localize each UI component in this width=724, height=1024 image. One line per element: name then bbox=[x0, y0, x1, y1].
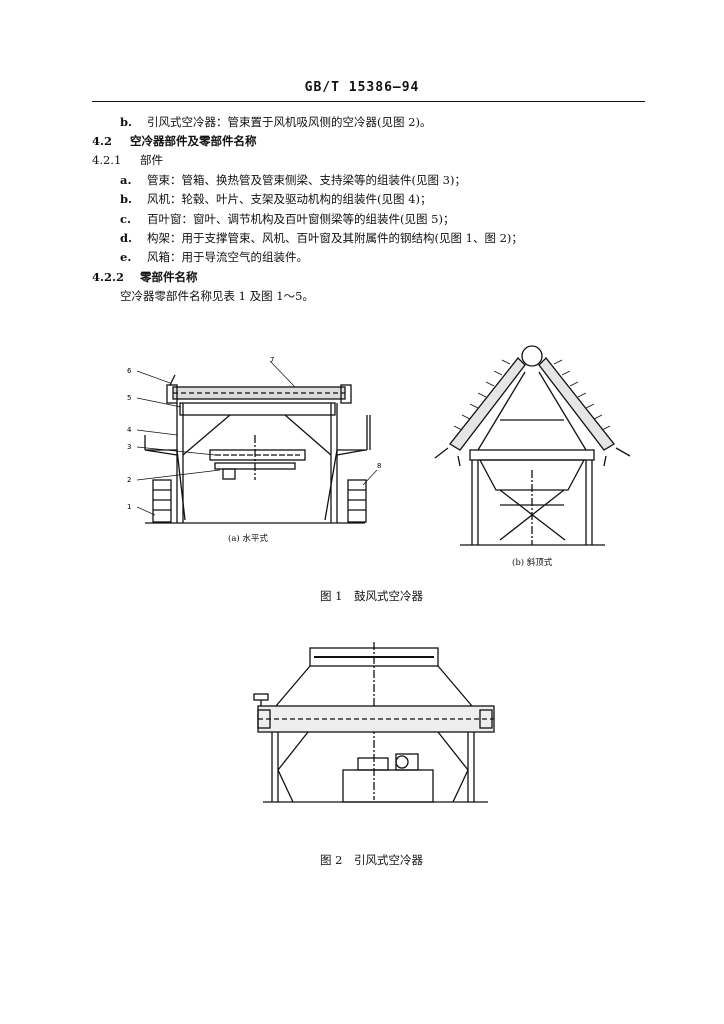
figure-1b-aframe-drawing bbox=[434, 345, 631, 546]
part-number-4: 4 bbox=[127, 426, 132, 434]
item-text: 风箱：用于导流空气的组装件。 bbox=[147, 250, 308, 264]
figure-1b-caption: (b) 斜顶式 bbox=[512, 558, 553, 568]
item-label: b. bbox=[120, 115, 133, 129]
figure-1-caption: 图 1 鼓风式空冷器 bbox=[320, 589, 423, 603]
section-4-2-2: 4.2.2 零部件名称 bbox=[92, 270, 198, 284]
part-number-5: 5 bbox=[127, 394, 131, 402]
paragraph-4-2-2: 空冷器零部件名称见表 1 及图 1～5。 bbox=[120, 289, 314, 303]
item-text: 风机：轮毂、叶片、支架及驱动机构的组装件(见图 4)； bbox=[147, 192, 432, 206]
section-4-2-1: 4.2.1 部件 bbox=[92, 153, 163, 167]
item-label: e. bbox=[120, 250, 132, 264]
item-text: 管束：管箱、换热管及管束侧梁、支持梁等的组装件(见图 3)； bbox=[147, 173, 466, 187]
item-text: 引风式空冷器：管束置于风机吸风侧的空冷器(见图 2)。 bbox=[147, 115, 432, 129]
figure-2-induced-drawing bbox=[253, 642, 495, 803]
section-number: 4.2.1 bbox=[92, 153, 122, 167]
part-number-3: 3 bbox=[127, 443, 131, 451]
section-number: 4.2.2 bbox=[92, 270, 125, 284]
figure-1a-horizontal-drawing: 1 2 3 4 5 6 7 8 bbox=[127, 356, 381, 524]
item-label: a. bbox=[120, 173, 132, 187]
item-e: e. 风箱：用于导流空气的组装件。 bbox=[120, 250, 308, 264]
section-4-2: 4.2 空冷器部件及零部件名称 bbox=[92, 134, 257, 148]
section-title: 部件 bbox=[140, 153, 163, 167]
figure-2-caption: 图 2 引风式空冷器 bbox=[320, 853, 423, 867]
item-label: d. bbox=[120, 231, 133, 245]
page-header: GB/T 15386—94 bbox=[304, 80, 420, 95]
section-number: 4.2 bbox=[92, 134, 113, 148]
part-number-8: 8 bbox=[377, 462, 381, 470]
item-b-induced: b. 引风式空冷器：管束置于风机吸风侧的空冷器(见图 2)。 bbox=[120, 115, 431, 129]
section-title: 空冷器部件及零部件名称 bbox=[130, 134, 257, 148]
part-number-6: 6 bbox=[127, 367, 132, 375]
item-c: c. 百叶窗：窗叶、调节机构及百叶窗侧梁等的组装件(见图 5)； bbox=[120, 212, 454, 226]
item-text: 构架：用于支撑管束、风机、百叶窗及其附属件的钢结构(见图 1、图 2)； bbox=[147, 231, 523, 245]
item-b: b. 风机：轮毂、叶片、支架及驱动机构的组装件(见图 4)； bbox=[120, 192, 431, 206]
part-number-2: 2 bbox=[127, 476, 131, 484]
part-number-7: 7 bbox=[270, 356, 274, 364]
part-number-1: 1 bbox=[127, 503, 131, 511]
item-text: 百叶窗：窗叶、调节机构及百叶窗侧梁等的组装件(见图 5)； bbox=[147, 212, 455, 226]
figure-1a-caption: (a) 水平式 bbox=[228, 534, 268, 544]
item-label: c. bbox=[120, 212, 132, 226]
item-label: b. bbox=[120, 192, 133, 206]
header-rule bbox=[92, 101, 645, 102]
section-title: 零部件名称 bbox=[140, 270, 198, 284]
item-d: d. 构架：用于支撑管束、风机、百叶窗及其附属件的钢结构(见图 1、图 2)； bbox=[120, 231, 523, 245]
item-a: a. 管束：管箱、换热管及管束侧梁、支持梁等的组装件(见图 3)； bbox=[120, 173, 466, 187]
